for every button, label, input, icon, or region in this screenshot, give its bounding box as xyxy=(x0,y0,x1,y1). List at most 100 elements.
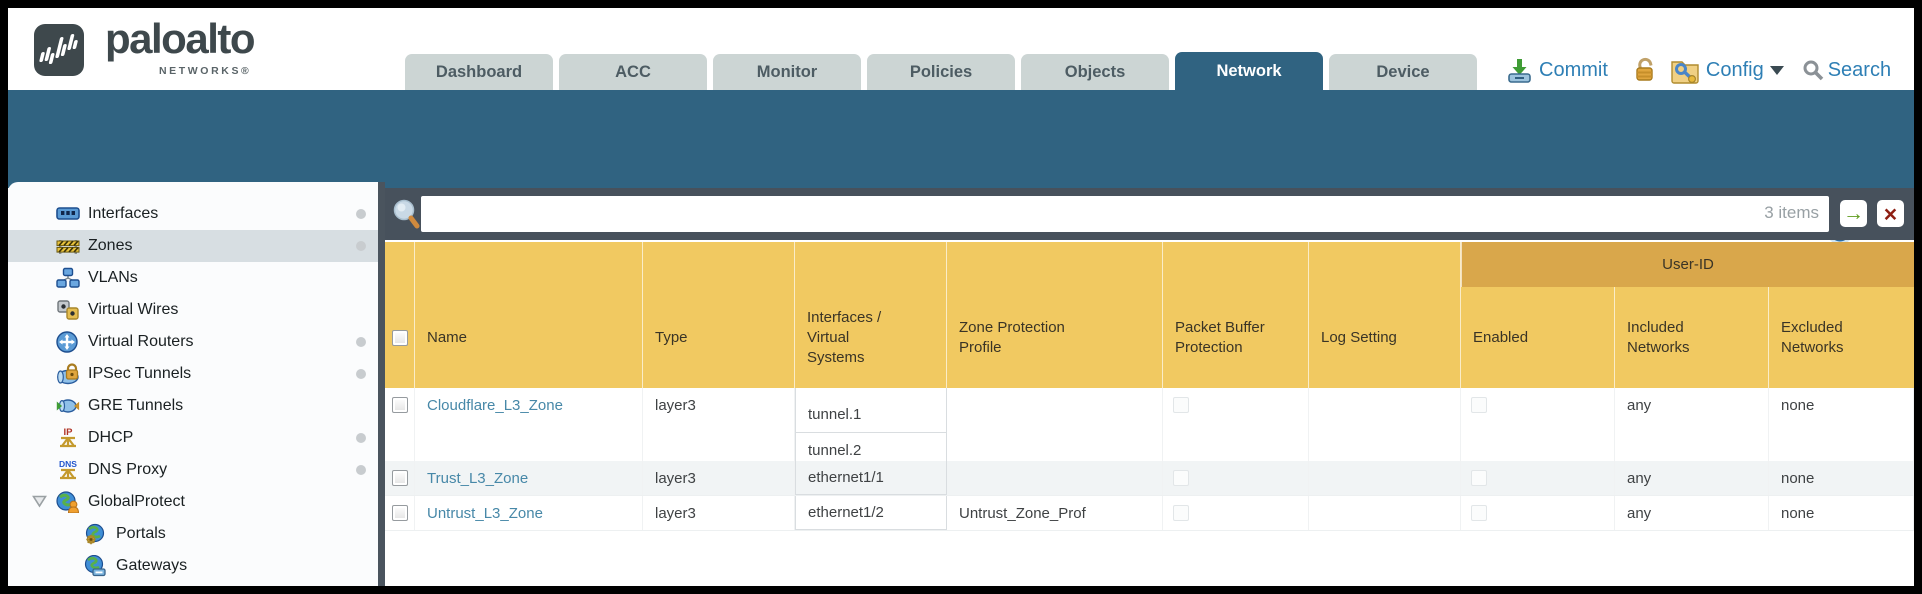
network-sidebar: Interfaces Zones VLANs Virtual Wires xyxy=(8,182,378,586)
column-header-type[interactable]: Type xyxy=(643,242,795,388)
sidebar-item-label: Portals xyxy=(116,525,166,542)
sidebar-item-ipsec-tunnels[interactable]: IPSec Tunnels xyxy=(8,358,378,390)
enabled-checkbox xyxy=(1471,505,1487,521)
status-dot xyxy=(356,465,366,475)
column-header-included-networks[interactable]: Included Networks xyxy=(1615,287,1769,388)
zone-type-cell: layer3 xyxy=(643,496,795,530)
column-header-packet-buffer[interactable]: Packet Buffer Protection xyxy=(1163,242,1309,388)
lock-icon[interactable] xyxy=(1632,57,1658,83)
sidebar-item-dns-proxy[interactable]: DNS DNS Proxy xyxy=(8,454,378,486)
sidebar-item-gre-tunnels[interactable]: GRE Tunnels xyxy=(8,390,378,422)
zones-table-body: Cloudflare_L3_Zone layer3 tunnel.1 tunne… xyxy=(385,388,1914,531)
sidebar-item-gateways[interactable]: Gateways xyxy=(8,550,378,582)
column-header-enabled[interactable]: Enabled xyxy=(1461,287,1615,388)
paloalto-logo-icon xyxy=(34,24,84,76)
select-all-checkbox[interactable] xyxy=(391,329,408,346)
excluded-networks-cell: none xyxy=(1769,496,1914,530)
tab-network[interactable]: Network xyxy=(1175,52,1323,90)
sidebar-item-virtual-routers[interactable]: Virtual Routers xyxy=(8,326,378,358)
column-header-interfaces[interactable]: Interfaces / Virtual Systems xyxy=(795,242,947,388)
sidebar-item-zones[interactable]: Zones xyxy=(8,230,378,262)
apply-filter-button[interactable]: → xyxy=(1840,200,1867,227)
sidebar-item-dhcp[interactable]: IP DHCP xyxy=(8,422,378,454)
included-networks-cell: any xyxy=(1615,388,1769,461)
column-header-name[interactable]: Name xyxy=(415,242,643,388)
sidebar-item-interfaces[interactable]: Interfaces xyxy=(8,198,378,230)
user-id-group-header: User-ID xyxy=(1461,242,1914,287)
commit-button[interactable]: Commit xyxy=(1539,58,1608,81)
zone-interfaces-cell: tunnel.1 tunnel.2 xyxy=(795,388,947,461)
zone-type-cell: layer3 xyxy=(643,388,795,461)
config-icon xyxy=(1671,61,1699,84)
dhcp-icon: IP xyxy=(56,427,80,449)
excluded-networks-cell: none xyxy=(1769,461,1914,495)
tab-objects[interactable]: Objects xyxy=(1021,54,1169,90)
zone-name-cell: Cloudflare_L3_Zone xyxy=(415,388,643,461)
row-checkbox[interactable] xyxy=(391,397,408,413)
tab-device[interactable]: Device xyxy=(1329,54,1477,90)
column-header-excluded-networks[interactable]: Excluded Networks xyxy=(1781,318,1844,356)
sidebar-item-label: DNS Proxy xyxy=(88,461,168,478)
zone-name-link[interactable]: Cloudflare_L3_Zone xyxy=(427,397,563,414)
packet-buffer-checkbox xyxy=(1173,505,1189,521)
config-button[interactable]: Config xyxy=(1705,58,1764,81)
tab-monitor[interactable]: Monitor xyxy=(713,54,861,90)
log-setting-cell xyxy=(1309,461,1461,495)
tab-acc[interactable]: ACC xyxy=(559,54,707,90)
sidebar-item-vlans[interactable]: VLANs xyxy=(8,262,378,294)
enabled-checkbox xyxy=(1471,470,1487,486)
tab-dashboard[interactable]: Dashboard xyxy=(405,54,553,90)
row-checkbox[interactable] xyxy=(391,470,408,486)
row-checkbox-cell xyxy=(385,496,415,530)
filter-input[interactable] xyxy=(421,196,1829,232)
sidebar-item-globalprotect[interactable]: GlobalProtect xyxy=(8,486,378,518)
teal-band: ? Help xyxy=(8,90,1914,245)
packet-buffer-cell xyxy=(1163,461,1309,495)
zone-name-link[interactable]: Trust_L3_Zone xyxy=(427,469,529,487)
search-icon xyxy=(1803,60,1823,81)
zones-table-header: Name Type Interfaces / Virtual Systems Z… xyxy=(385,242,1914,388)
collapse-triangle-icon[interactable] xyxy=(32,495,47,513)
column-header-zone-protection[interactable]: Zone Protection Profile xyxy=(947,242,1163,388)
included-networks-cell: any xyxy=(1615,461,1769,495)
top-bar: paloalto NETWORKS® Dashboard ACC Monitor… xyxy=(8,8,1914,90)
sidebar-item-virtual-wires[interactable]: Virtual Wires xyxy=(8,294,378,326)
interface-entry: tunnel.1 xyxy=(796,397,946,433)
clear-filter-button[interactable]: × xyxy=(1877,200,1904,227)
column-header-log-setting[interactable]: Log Setting xyxy=(1309,242,1461,388)
packet-buffer-cell xyxy=(1163,496,1309,530)
row-checkbox[interactable] xyxy=(391,505,408,521)
search-button[interactable]: Search xyxy=(1827,58,1892,81)
filter-field: 3 items xyxy=(421,196,1829,232)
enabled-checkbox xyxy=(1471,397,1487,413)
config-caret-down-icon[interactable]: ▼ xyxy=(1769,65,1784,75)
zones-icon xyxy=(56,235,80,257)
included-networks-cell: any xyxy=(1615,496,1769,530)
filter-search-icon xyxy=(393,199,420,229)
row-checkbox-cell xyxy=(385,461,415,495)
interface-entry: ethernet1/2 xyxy=(796,496,946,530)
zone-name-link[interactable]: Untrust_L3_Zone xyxy=(427,504,543,522)
zone-name-cell: Trust_L3_Zone xyxy=(415,461,643,495)
user-id-enabled-cell xyxy=(1461,461,1615,495)
sidebar-item-label: GlobalProtect xyxy=(88,493,185,510)
packet-buffer-checkbox xyxy=(1173,397,1189,413)
sidebar-divider xyxy=(378,182,385,586)
excluded-networks-cell: none xyxy=(1769,388,1914,461)
log-setting-cell xyxy=(1309,496,1461,530)
zone-protection-cell: Untrust_Zone_Prof xyxy=(947,496,1163,530)
interface-entry: ethernet1/1 xyxy=(796,461,946,495)
ipsec-tunnels-icon xyxy=(56,363,80,385)
sidebar-item-label: Interfaces xyxy=(88,205,159,222)
dns-proxy-icon: DNS xyxy=(56,459,80,481)
items-count: 3 items xyxy=(1764,203,1819,222)
zone-name-cell: Untrust_L3_Zone xyxy=(415,496,643,530)
status-dot xyxy=(356,433,366,443)
gateways-icon xyxy=(84,555,108,577)
sidebar-item-portals[interactable]: Portals xyxy=(8,518,378,550)
sidebar-item-label: Virtual Routers xyxy=(88,333,194,350)
zone-interfaces-cell: ethernet1/1 xyxy=(795,461,947,495)
sidebar-item-label: DHCP xyxy=(88,429,134,446)
tab-policies[interactable]: Policies xyxy=(867,54,1015,90)
table-filter-bar: 3 items → × xyxy=(385,188,1914,240)
